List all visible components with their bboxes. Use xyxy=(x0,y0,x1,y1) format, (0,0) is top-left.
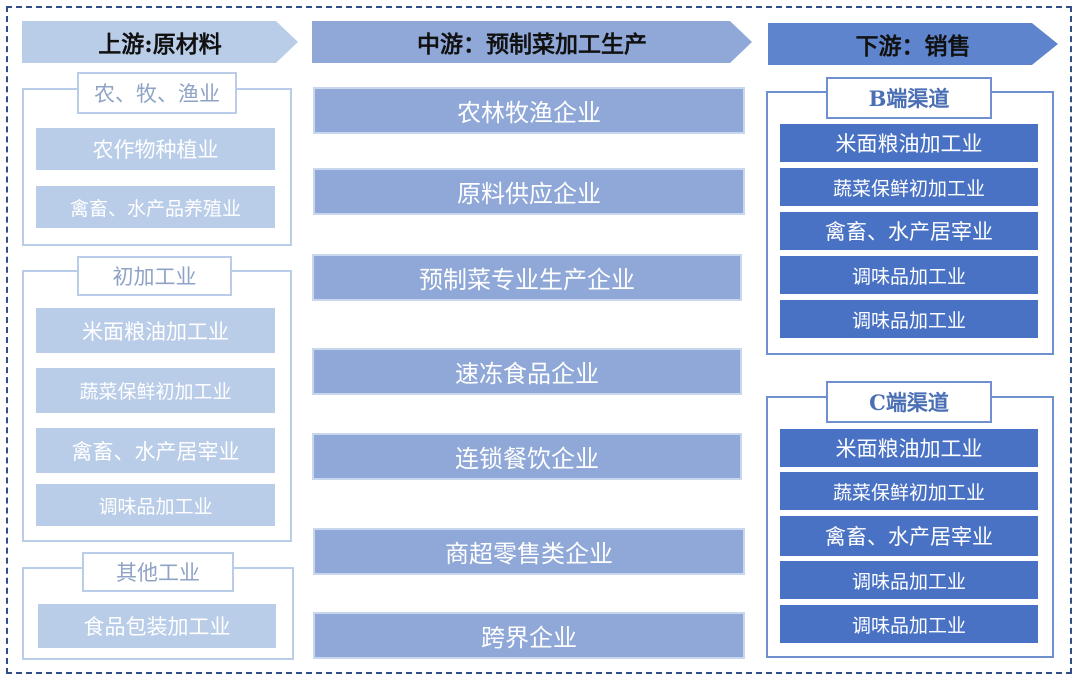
upstream-item: 农作物种植业 xyxy=(36,128,275,170)
downstream-item: 调味品加工业 xyxy=(780,256,1038,294)
downstream-header: 下游：销售 xyxy=(855,33,971,60)
midstream-item: 速冻食品企业 xyxy=(312,348,742,395)
downstream-item: 米面粮油加工业 xyxy=(780,124,1038,162)
downstream-item: 调味品加工业 xyxy=(780,300,1038,338)
downstream-item: 调味品加工业 xyxy=(780,561,1038,599)
upstream-item: 禽畜、水产居宰业 xyxy=(36,428,275,473)
downstream-item: 蔬菜保鲜初加工业 xyxy=(780,472,1038,510)
midstream-header-arrow: 中游：预制菜加工生产 xyxy=(312,21,752,63)
downstream-header-arrow: 下游：销售 xyxy=(768,23,1058,65)
downstream-item: 禽畜、水产居宰业 xyxy=(780,516,1038,556)
downstream-group-title: C端渠道 xyxy=(826,381,992,423)
midstream-item: 原料供应企业 xyxy=(313,168,745,215)
upstream-item: 米面粮油加工业 xyxy=(36,308,275,353)
midstream-item: 预制菜专业生产企业 xyxy=(312,254,742,301)
upstream-header-arrow: 上游:原材料 xyxy=(22,21,298,63)
downstream-group-title: B端渠道 xyxy=(826,77,992,119)
midstream-header: 中游：预制菜加工生产 xyxy=(417,31,647,58)
upstream-header: 上游:原材料 xyxy=(98,31,222,58)
upstream-group-title: 农、牧、渔业 xyxy=(77,72,237,114)
diagram-frame xyxy=(6,6,1072,674)
downstream-item: 蔬菜保鲜初加工业 xyxy=(780,168,1038,206)
upstream-item: 蔬菜保鲜初加工业 xyxy=(36,368,275,413)
upstream-item: 调味品加工业 xyxy=(36,484,275,526)
downstream-item: 禽畜、水产居宰业 xyxy=(780,212,1038,250)
downstream-item: 米面粮油加工业 xyxy=(780,429,1038,467)
upstream-group-title: 其他工业 xyxy=(82,552,234,592)
midstream-item: 农林牧渔企业 xyxy=(313,87,745,134)
downstream-item: 调味品加工业 xyxy=(780,605,1038,643)
midstream-item: 跨界企业 xyxy=(313,612,745,659)
upstream-group-title: 初加工业 xyxy=(77,256,232,296)
midstream-item: 商超零售类企业 xyxy=(313,528,745,575)
upstream-item: 食品包装加工业 xyxy=(38,604,276,648)
midstream-item: 连锁餐饮企业 xyxy=(312,433,742,480)
upstream-item: 禽畜、水产品养殖业 xyxy=(36,186,275,228)
